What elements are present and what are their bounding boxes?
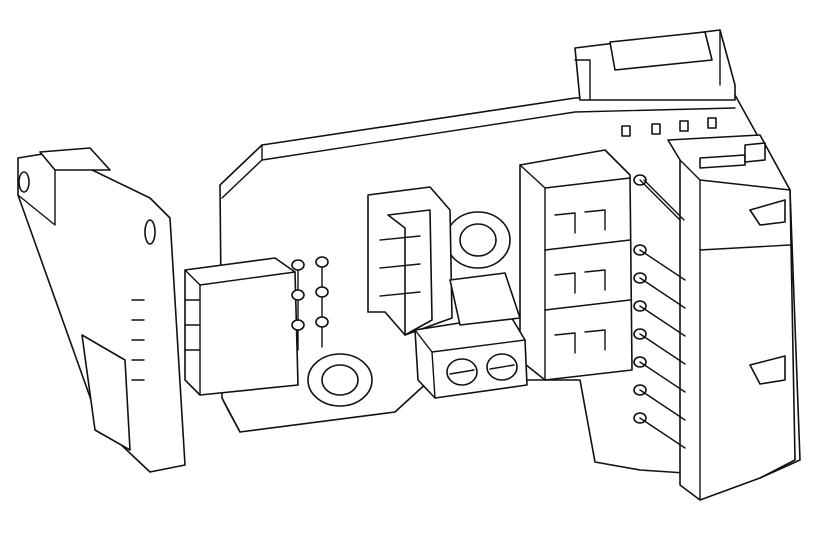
box-header-left bbox=[367, 186, 453, 336]
daughter-board bbox=[17, 147, 299, 473]
header-pins bbox=[291, 256, 329, 351]
side-connector bbox=[667, 134, 796, 501]
stacked-box-headers bbox=[519, 149, 633, 381]
screw-terminal bbox=[414, 272, 528, 399]
mounting-holes bbox=[307, 211, 511, 407]
smd-pads bbox=[621, 117, 717, 137]
pin-headers bbox=[633, 174, 686, 449]
top-connector bbox=[574, 29, 736, 101]
